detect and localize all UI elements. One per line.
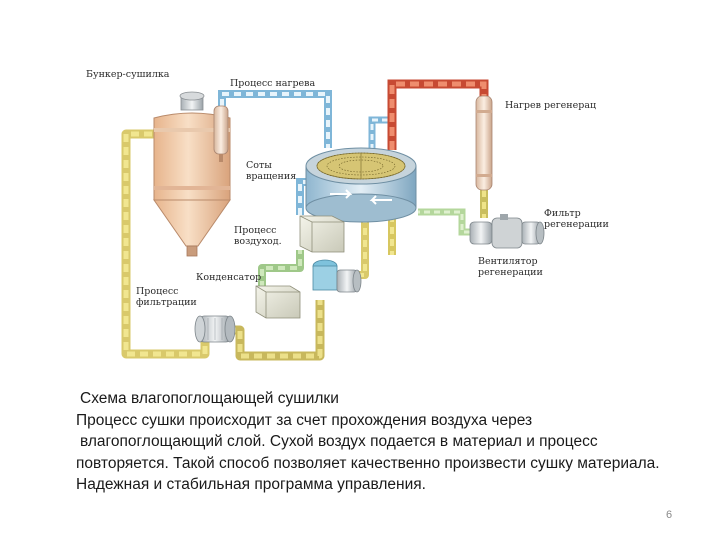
process-heater <box>213 105 229 162</box>
regeneration-heater <box>475 95 493 191</box>
hopper-dryer <box>153 91 231 257</box>
label-honeycomb-rotation: Соты вращения <box>246 160 296 182</box>
label-regen-heating: Нагрев регенерац <box>505 100 597 111</box>
caption-line: Процесс сушки происходит за счет прохожд… <box>76 411 533 429</box>
label-line: фильтрации <box>136 297 197 308</box>
regeneration-fan <box>469 214 545 249</box>
caption-title: Схема влагопоглощающей сушилки <box>80 390 339 407</box>
filtration-unit <box>194 315 236 343</box>
label-line: вращения <box>246 171 297 182</box>
label-air-process: Процесс воздуход. <box>234 225 282 247</box>
label-line: Соты <box>246 160 272 171</box>
label-line: регенерации <box>544 219 609 230</box>
regeneration-return-pipe <box>418 190 488 236</box>
desiccant-wheel <box>305 147 417 223</box>
label-regen-filter: Фильтр регенерации <box>544 208 609 230</box>
slide-number: 6 <box>666 509 673 521</box>
label-filtration: Процесс фильтрации <box>136 286 197 308</box>
label-regen-fan: Вентилятор регенерации <box>478 256 543 278</box>
label-line: Вентилятор <box>478 256 538 267</box>
dryer-diagram <box>121 79 545 361</box>
regeneration-hot-pipe <box>387 79 489 255</box>
caption-line: повторяется. Такой способ позволяет каче… <box>76 454 660 472</box>
air-process-unit <box>299 215 345 253</box>
label-line: регенерации <box>478 267 543 278</box>
label-hopper-dryer: Бункер-сушилка <box>86 69 170 80</box>
caption-line: влагопоглощающий слой. Сухой воздух пода… <box>80 433 598 450</box>
caption-line: Надежная и стабильная программа управлен… <box>76 476 426 493</box>
label-line: Процесс <box>234 225 277 236</box>
condenser <box>255 285 301 319</box>
process-fan <box>312 259 362 293</box>
label-line: воздуход. <box>234 236 282 247</box>
label-line: Фильтр <box>544 208 581 219</box>
label-line: Процесс <box>136 286 179 297</box>
label-heating-process: Процесс нагрева <box>230 78 316 89</box>
label-condenser: Конденсатор <box>196 272 262 283</box>
caption: Схема влагопоглощающей сушилки Процесс с… <box>76 388 716 496</box>
